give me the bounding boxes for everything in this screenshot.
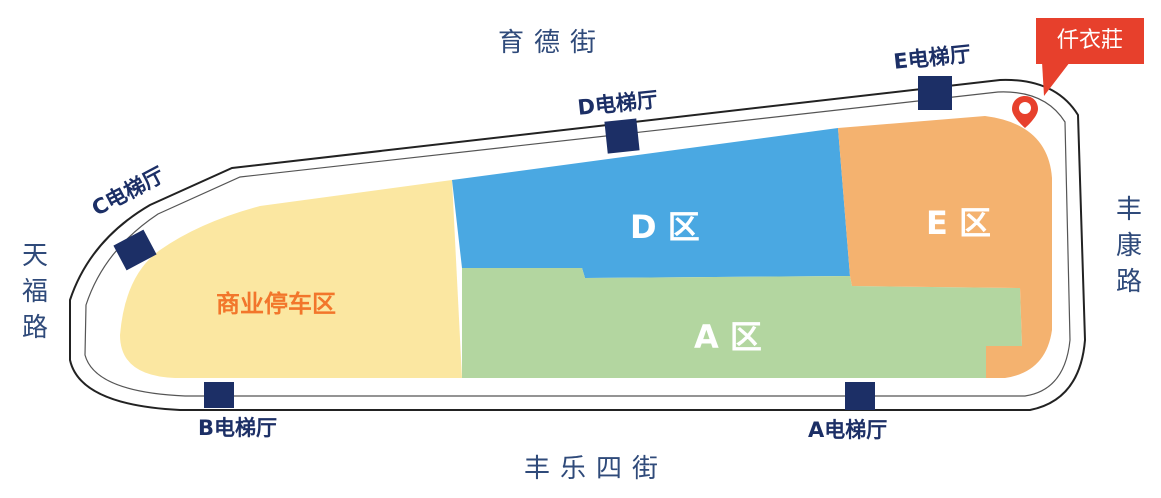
elevator-hall-e-marker[interactable] [918,76,952,110]
elevator-hall-b-marker[interactable] [204,382,234,408]
zone-e-area[interactable] [838,116,1052,378]
zone-e-label: E 区 [926,204,992,242]
zone-d-label: D 区 [630,208,700,246]
zone-a-area[interactable] [462,268,1022,378]
zone-parking-label: 商业停车区 [216,290,336,318]
callout-tail [1042,62,1070,96]
elevator-hall-a-marker[interactable] [845,382,875,410]
elevator-hall-a-label: A电梯厅 [808,418,888,442]
street-east-label: 丰康路 [1115,195,1142,297]
zone-parking-area[interactable] [120,180,462,378]
zone-a-label: A 区 [694,318,762,356]
street-west-label: 天福路 [21,241,48,343]
street-north-label: 育德街 [498,28,607,58]
elevator-hall-b-label: B电梯厅 [198,416,278,440]
building-inner-outline [84,91,1071,397]
zone-d-area[interactable] [452,128,850,278]
elevator-hall-d-marker[interactable] [604,118,640,154]
building-outline [69,78,1087,411]
store-callout[interactable]: 仟衣莊 [1036,18,1144,64]
street-south-label: 丰乐四街 [524,454,669,484]
location-pin-icon[interactable] [1010,94,1040,130]
